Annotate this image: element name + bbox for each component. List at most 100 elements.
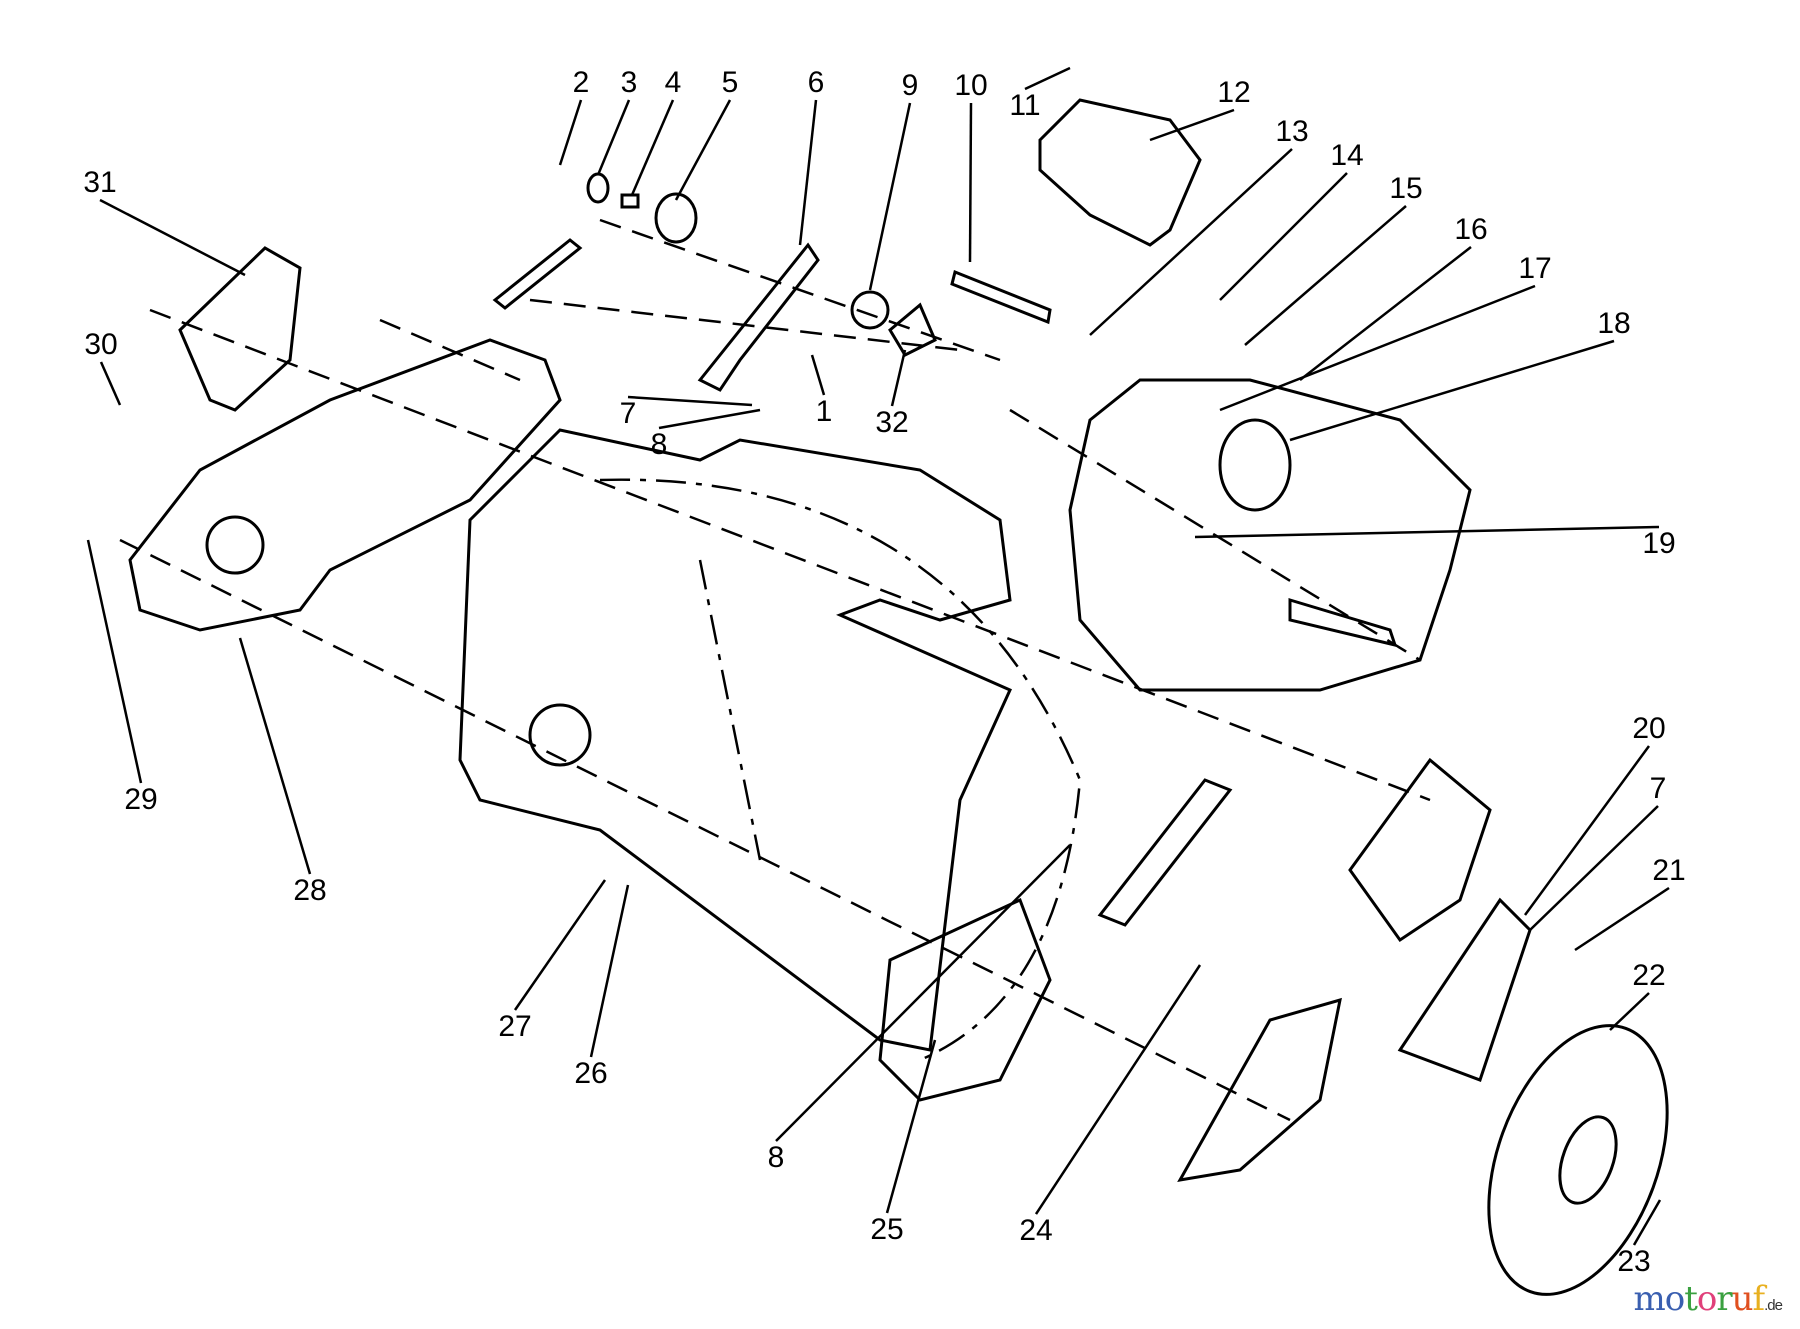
leader-line [86,539,143,784]
leader-line [1024,66,1071,91]
leader-line [968,102,973,263]
leader-line [1034,964,1202,1215]
wheel-22 [1487,1024,1669,1296]
arm-6 [697,242,820,392]
leader-line [238,637,312,875]
auger-arc [599,478,1082,1062]
engine-shaft [1288,597,1398,648]
leader-line [658,408,761,430]
leader-line [99,361,122,406]
watermark-letter: t [1684,1279,1698,1319]
leader-lines [86,66,1670,1246]
watermark-suffix: .de [1764,1297,1783,1314]
callout-18: 18 [1597,307,1630,340]
leader-line [513,879,607,1011]
spacer-4 [620,193,640,209]
callout-30: 30 [84,328,117,361]
callout-19: 19 [1642,527,1675,560]
leader-line [1149,108,1235,142]
washer-3 [586,172,610,204]
leader-line [1299,246,1472,381]
bearing-hole-left [205,515,265,575]
leader-line [1194,525,1660,539]
callout-23: 23 [1617,1245,1650,1278]
callout-20: 20 [1632,712,1665,745]
leader-line [674,99,732,201]
callout-22: 22 [1632,959,1665,992]
diagram-parts [119,98,1669,1296]
watermark-letter: o [1664,1279,1686,1319]
bearing-hole-center [528,703,592,767]
pin-upper [492,238,583,310]
side-plate-lower-right [1177,997,1342,1182]
callout-14: 14 [1330,139,1363,172]
leader-line [775,844,1071,1142]
callout-10: 10 [954,69,987,102]
watermark-letter: u [1731,1279,1754,1319]
callout-25: 25 [870,1213,903,1246]
callout-8: 8 [651,428,668,461]
leader-line [1244,205,1407,346]
auger-housing [458,428,1012,1052]
callout-3: 3 [621,66,638,99]
watermark-letter: f [1752,1279,1766,1319]
leader-line [885,1039,937,1214]
leader-line [627,395,753,407]
rod-10 [950,269,1052,325]
leader-line [1632,1199,1662,1246]
fuel-tank [1038,98,1202,247]
rod-24-roller [1097,778,1233,927]
callout-11: 11 [1009,89,1040,122]
callout-12: 12 [1217,76,1250,109]
callout-16: 16 [1454,213,1487,246]
leader-line [810,354,826,396]
leader-line [798,99,818,246]
watermark-letter: r [1716,1279,1732,1319]
leader-line [99,198,246,277]
callout-4: 4 [665,66,682,99]
leader-line [1609,992,1650,1031]
gear-9 [850,290,890,330]
leader-line [630,99,675,196]
callout-6: 6 [808,66,825,99]
leader-line [890,349,907,407]
engine [1068,378,1472,692]
side-plate-left [128,338,562,632]
leader-line [1219,172,1348,301]
callout-17: 17 [1518,252,1551,285]
callout-27: 27 [498,1010,531,1043]
leader-line [589,884,630,1058]
leader-line [1289,339,1615,442]
callout-28: 28 [293,874,326,907]
leader-line [1529,805,1659,931]
engine-pulley [1218,418,1292,512]
watermark-letter: o [1696,1279,1718,1319]
leader-line [1574,886,1670,952]
callout-29: 29 [124,783,157,816]
assembly-line [119,218,1431,1122]
callout-7: 7 [1650,772,1667,805]
leader-line [1523,745,1651,916]
leader-line [596,99,631,176]
callout-24: 24 [1019,1214,1052,1247]
wheel-hub [1558,1115,1618,1205]
leader-line [868,102,912,291]
callout-5: 5 [722,66,739,99]
callout-31: 31 [83,166,116,199]
side-plate-bottom [878,897,1052,1102]
pulley-5 [654,192,698,244]
motoruf-watermark: motoruf.de [1633,1279,1783,1319]
callout-2: 2 [573,66,590,99]
callout-15: 15 [1389,172,1422,205]
callout-9: 9 [902,69,919,102]
plate-32 [888,302,937,357]
callout-7: 7 [620,397,637,430]
callout-8: 8 [768,1141,785,1174]
side-plate-right [1348,757,1492,943]
bracket-31 [178,246,302,412]
leader-line [1219,284,1536,412]
leader-line [558,99,583,166]
callout-1: 1 [816,395,833,428]
